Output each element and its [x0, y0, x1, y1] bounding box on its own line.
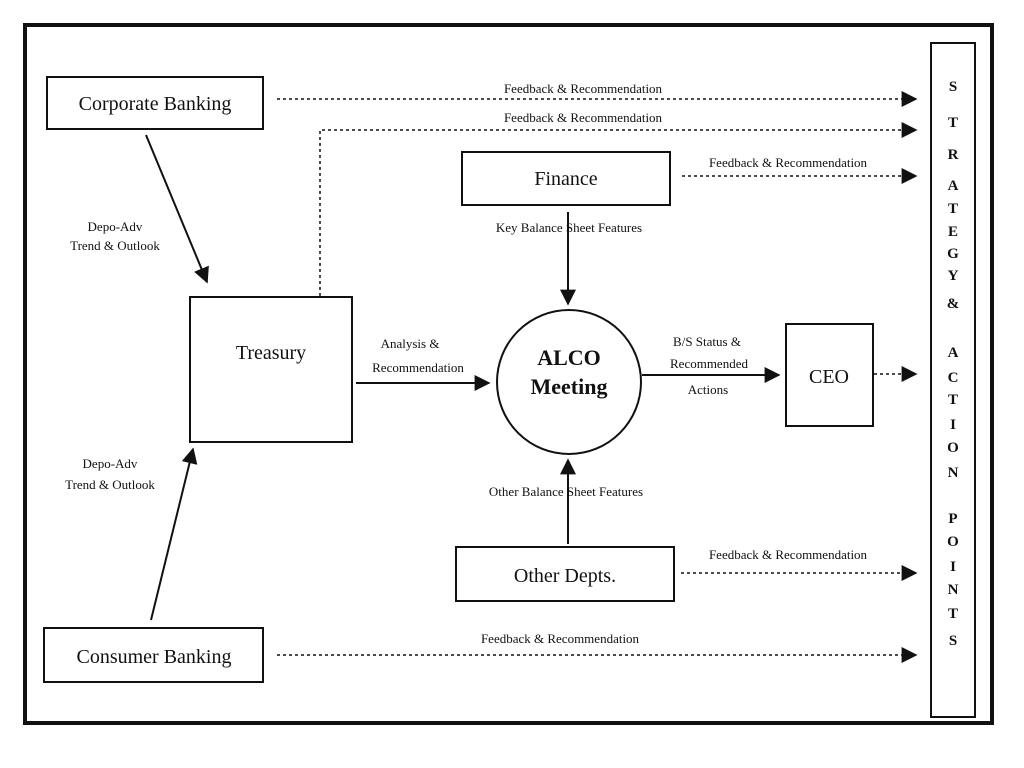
strategy-action-points-panel [930, 42, 976, 718]
consumer-to-treasury-label-line2: Trend & Outlook [65, 477, 155, 492]
corporate-banking-label: Corporate Banking [79, 93, 232, 115]
strategy-panel-letter: G [947, 246, 959, 262]
consumer-banking-label: Consumer Banking [77, 646, 232, 668]
strategy-panel-letter: Y [948, 268, 959, 284]
strategy-panel-letter: C [948, 370, 959, 386]
corporate-feedback-label: Feedback & Recommendation [504, 81, 663, 96]
treasury-to-alco-label-line2: Recommendation [372, 360, 464, 375]
alco-to-ceo-edge: B/S Status & Recommended Actions [642, 334, 781, 397]
consumer-feedback-edge: Feedback & Recommendation [277, 631, 918, 663]
treasury-node: Treasury [189, 296, 353, 443]
strategy-panel-letter: A [948, 345, 959, 361]
finance-to-alco-label: Key Balance Sheet Features [496, 220, 642, 235]
strategy-panel-letter: N [948, 582, 959, 598]
other-depts-to-alco-label: Other Balance Sheet Features [489, 484, 643, 499]
strategy-panel-letter: I [950, 417, 956, 433]
consumer-to-treasury-label-line1: Depo-Adv [83, 456, 138, 471]
consumer-banking-node: Consumer Banking [43, 627, 264, 683]
ceo-label: CEO [809, 366, 849, 388]
strategy-panel-letter: E [948, 224, 958, 240]
strategy-panel-letter: T [948, 201, 958, 217]
other-depts-node: Other Depts. [455, 546, 675, 602]
corporate-banking-node: Corporate Banking [46, 76, 264, 130]
treasury-to-alco-label-line1: Analysis & [381, 336, 440, 351]
consumer-feedback-label: Feedback & Recommendation [481, 631, 640, 646]
strategy-panel-letter: O [947, 534, 959, 550]
treasury-to-alco-edge: Analysis & Recommendation [356, 336, 491, 391]
strategy-panel-letter: I [950, 559, 956, 575]
corporate-feedback-edge: Feedback & Recommendation [277, 81, 918, 107]
consumer-to-treasury-edge: Depo-Adv Trend & Outlook [65, 447, 198, 621]
strategy-panel-letter: N [948, 465, 959, 481]
treasury-feedback-label: Feedback & Recommendation [504, 110, 663, 125]
alco-to-ceo-label-line2: Recommended [670, 356, 748, 371]
strategy-panel-letter: O [947, 440, 959, 456]
finance-label: Finance [534, 168, 597, 190]
other-depts-feedback-edge: Feedback & Recommendation [681, 547, 918, 581]
corporate-to-treasury-label-line2: Trend & Outlook [70, 238, 160, 253]
strategy-panel-letter: P [948, 511, 957, 527]
other-depts-label: Other Depts. [514, 565, 616, 587]
finance-node: Finance [461, 151, 671, 206]
alco-meeting-subtitle: Meeting [531, 374, 608, 399]
finance-to-alco-edge: Key Balance Sheet Features [496, 212, 642, 306]
outer-frame [23, 23, 994, 725]
alco-meeting-title: ALCO [537, 345, 601, 370]
strategy-panel-letter: R [948, 147, 959, 163]
alco-to-ceo-label-line3: Actions [688, 382, 728, 397]
alco-meeting-node: ALCO Meeting [496, 309, 642, 455]
finance-feedback-label: Feedback & Recommendation [709, 155, 868, 170]
strategy-panel-letter: S [949, 633, 957, 649]
other-depts-to-alco-edge: Other Balance Sheet Features [489, 458, 643, 544]
ceo-node: CEO [785, 323, 874, 427]
other-depts-feedback-label: Feedback & Recommendation [709, 547, 868, 562]
strategy-panel-letter: T [948, 606, 958, 622]
strategy-panel-letter: S [949, 79, 957, 95]
alco-to-ceo-label-line1: B/S Status & [673, 334, 741, 349]
treasury-feedback-edge: Feedback & Recommendation [319, 110, 918, 296]
strategy-panel-letter: T [948, 392, 958, 408]
strategy-panel-letter: & [947, 296, 960, 312]
strategy-panel-letter: T [948, 115, 958, 131]
finance-feedback-edge: Feedback & Recommendation [682, 155, 918, 184]
corporate-to-treasury-edge: Depo-Adv Trend & Outlook [70, 134, 209, 284]
corporate-to-treasury-label-line1: Depo-Adv [88, 219, 143, 234]
strategy-panel-letter: A [948, 178, 959, 194]
treasury-label: Treasury [236, 342, 306, 364]
